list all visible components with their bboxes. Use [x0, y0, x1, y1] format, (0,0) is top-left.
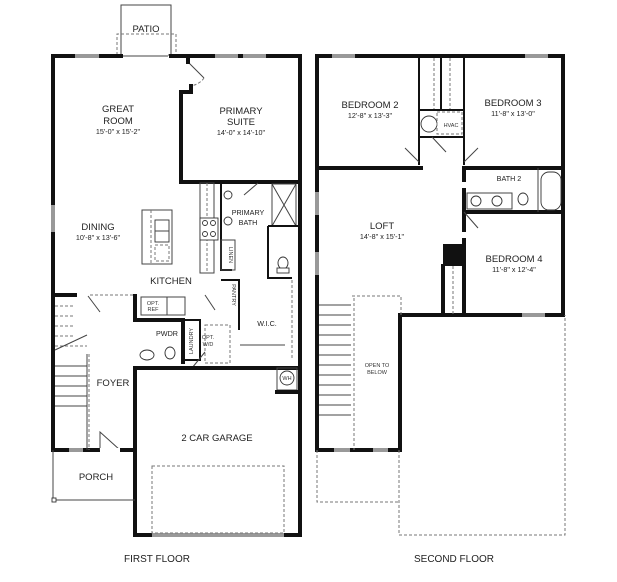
- garage-roof-outline: [398, 315, 566, 536]
- label-garage: 2 CAR GARAGE: [181, 433, 252, 444]
- linen-closet: [220, 239, 236, 271]
- dims-loft: 14'-8" x 15'-1": [360, 232, 405, 241]
- second-floor-title: SECOND FLOOR: [414, 554, 494, 565]
- washer-dryer: [204, 324, 231, 364]
- label-primary-bath: BATH: [239, 218, 258, 227]
- label-opt-wd: W/D: [203, 342, 214, 348]
- shower-drain: [271, 183, 297, 227]
- burner: [202, 231, 208, 237]
- label-open-to-below: OPEN TO: [365, 363, 390, 369]
- sink-icon: [223, 216, 233, 226]
- bathtub-icon: [540, 171, 562, 211]
- toilet-icon: [164, 346, 176, 360]
- door-swing: [87, 295, 101, 313]
- garage-wall-left: [133, 366, 154, 537]
- label-primary-suite: SUITE: [227, 117, 255, 128]
- label-patio: PATIO: [132, 24, 159, 35]
- label-wh: WH: [282, 376, 291, 382]
- front-door: [99, 430, 121, 451]
- stairs-second-floor: [319, 304, 351, 416]
- sink-icon: [139, 349, 155, 361]
- label-porch: PORCH: [79, 472, 113, 483]
- dims-dining: 10'-8" x 13'-6": [76, 233, 121, 242]
- burner: [210, 220, 216, 226]
- burner: [210, 231, 216, 237]
- closet-wall: [418, 56, 465, 110]
- label-linen: LINEN: [227, 247, 233, 263]
- toilet-icon: [517, 192, 529, 206]
- vanity: [466, 192, 513, 210]
- label-great-room: GREAT: [102, 104, 134, 115]
- wc-wall: [267, 225, 300, 279]
- label-primary-bath: PRIMARY: [232, 208, 265, 217]
- sink-icon: [223, 190, 233, 200]
- label-laundry: LAUNDRY: [189, 328, 195, 355]
- dims-great-room: 15'-0" x 15'-2": [96, 127, 141, 136]
- label-pantry: PANTRY: [230, 284, 236, 306]
- label-opt-ref: OPT.: [147, 301, 160, 307]
- label-kitchen: KITCHEN: [150, 276, 192, 287]
- label-primary-suite: PRIMARY: [219, 106, 263, 117]
- label-hvac: HVAC: [444, 123, 459, 129]
- label-open-to-below: BELOW: [367, 370, 388, 376]
- label-foyer: FOYER: [97, 378, 130, 389]
- label-great-room: ROOM: [103, 116, 133, 127]
- water-heater-icon: [279, 370, 295, 386]
- sink-icon: [491, 195, 503, 207]
- chase-block: [443, 244, 464, 266]
- dishwasher: [154, 244, 170, 262]
- label-bath2: BATH 2: [497, 174, 522, 183]
- door-swing: [463, 211, 479, 229]
- label-bedroom2: BEDROOM 2: [341, 100, 398, 111]
- hvac-unit-icon: [420, 115, 438, 133]
- stairs-first-floor: [54, 305, 88, 407]
- door-swing: [431, 136, 447, 153]
- door-arc: [190, 77, 205, 87]
- toilet-icon: [277, 256, 289, 270]
- open-to-below-rail: [352, 295, 402, 315]
- patio-dashed: [116, 33, 177, 55]
- porch-roof-outline: [316, 450, 399, 503]
- label-wic: W.I.C.: [257, 319, 277, 328]
- door-swing: [187, 61, 205, 79]
- door-swing: [191, 351, 206, 369]
- hvac-box: [436, 111, 463, 135]
- door-swing: [204, 294, 216, 311]
- dims-primary-suite: 14'-0" x 14'-10": [217, 128, 266, 137]
- porch-post: [51, 497, 57, 503]
- label-dining: DINING: [81, 222, 114, 233]
- toilet-tank: [276, 267, 290, 274]
- hall-walls: [418, 137, 465, 165]
- dims-bedroom2: 12'-8" x 13'-3": [348, 111, 393, 120]
- kitchen-island: [141, 209, 173, 265]
- label-bedroom3: BEDROOM 3: [484, 98, 541, 109]
- sink-icon: [470, 195, 482, 207]
- door-swing: [243, 182, 259, 196]
- laundry-wall: [183, 319, 201, 361]
- door-swing: [404, 147, 420, 163]
- first-floor-plan: [51, 4, 302, 537]
- dims-bedroom4: 11'-8" x 12'-4": [492, 265, 536, 274]
- label-opt-wd: OPT.: [202, 335, 215, 341]
- second-floor-plan: [315, 54, 566, 536]
- label-loft: LOFT: [370, 221, 394, 232]
- label-bedroom4: BEDROOM 4: [485, 254, 542, 265]
- label-pwdr: PWDR: [156, 329, 178, 338]
- burner: [202, 220, 208, 226]
- dims-bedroom3: 11'-8" x 13'-0": [491, 109, 535, 118]
- pantry-wall: [221, 279, 240, 330]
- label-opt-ref: REF: [148, 307, 160, 313]
- first-floor-title: FIRST FLOOR: [124, 554, 190, 565]
- garage-door-outline: [151, 465, 285, 534]
- door-swing: [463, 147, 479, 163]
- outer-wall-right: [169, 54, 302, 537]
- counter-box: [166, 296, 186, 316]
